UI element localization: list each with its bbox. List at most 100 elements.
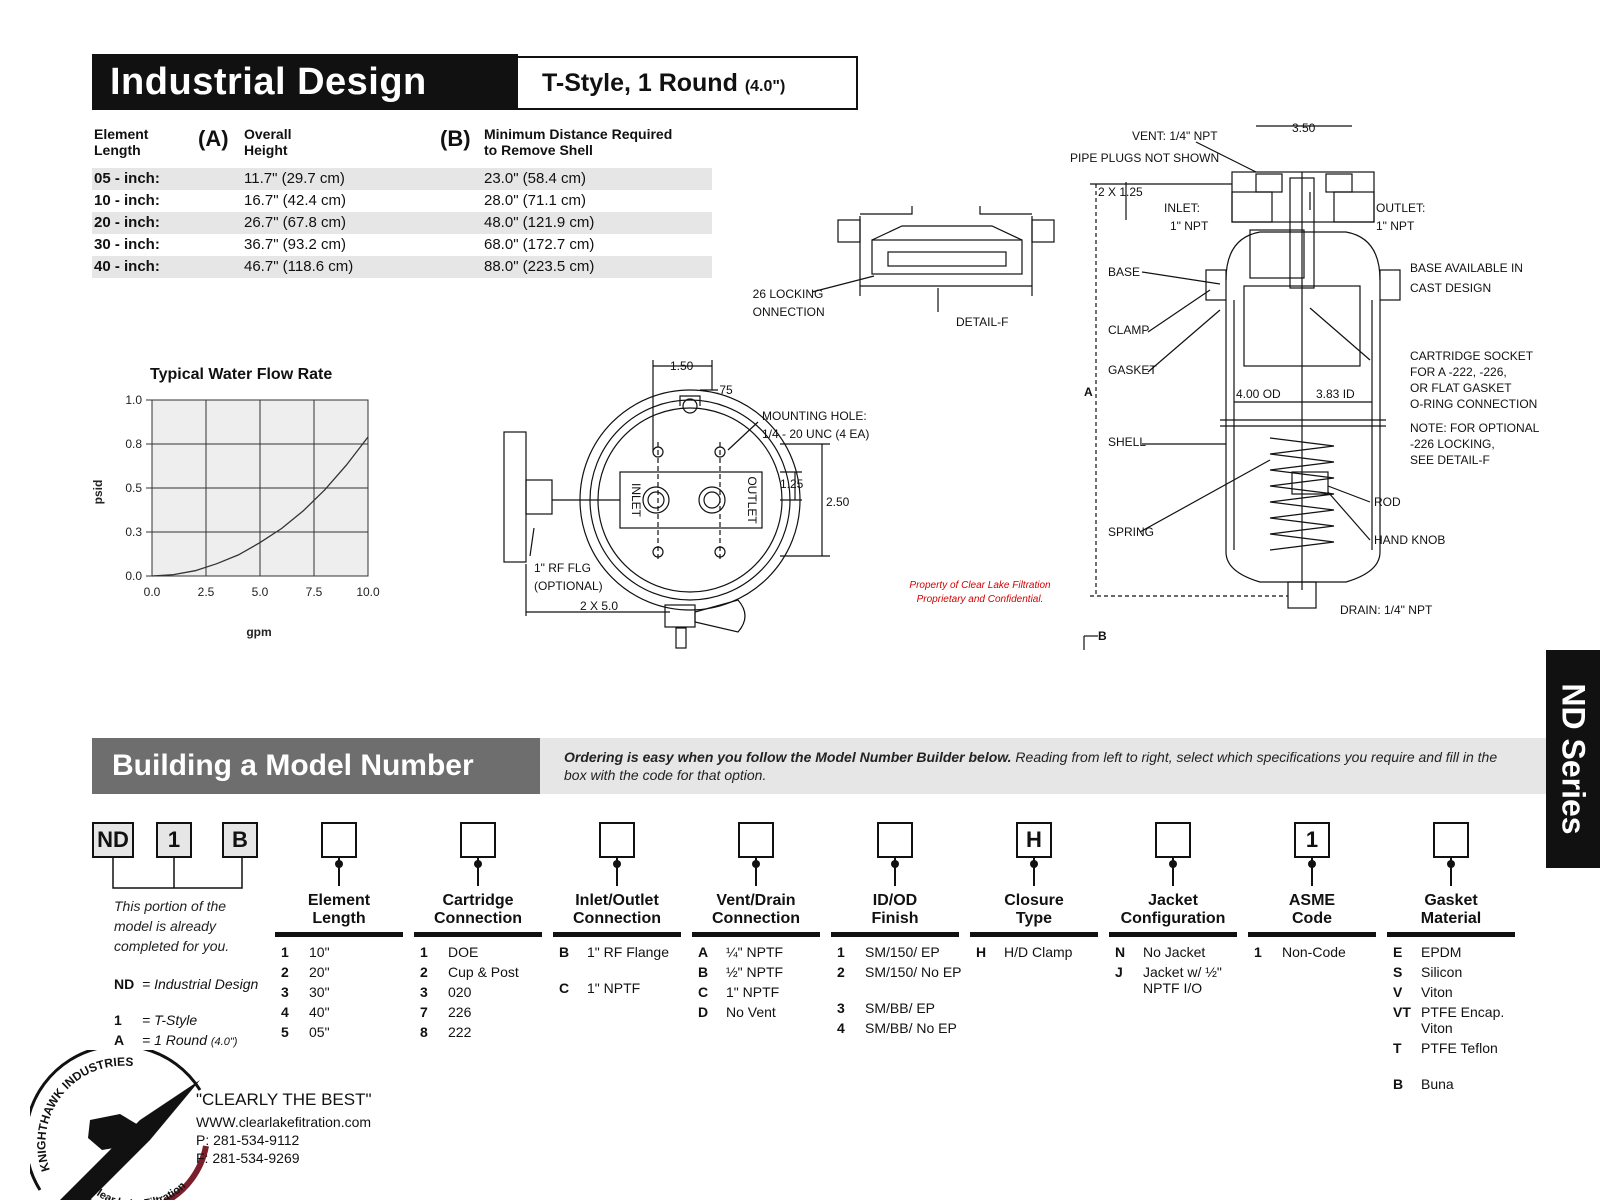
dimension-row: 40 - inch:46.7" (118.6 cm)88.0" (223.5 c…: [92, 256, 712, 278]
dimension-cell-distance: 28.0" (71.1 cm): [484, 192, 587, 209]
fixed-bracket: [112, 858, 243, 889]
code-box-7[interactable]: 1: [1294, 822, 1330, 858]
dimension-cell-length: 10 - inch:: [94, 192, 160, 209]
option-code: J: [1115, 964, 1123, 980]
code-box-6[interactable]: [1155, 822, 1191, 858]
drain-label: DRAIN: 1/4" NPT: [1340, 603, 1433, 617]
model-builder-intro: Ordering is easy when you follow the Mod…: [540, 738, 1546, 794]
detail-f-label: DETAIL-F: [956, 315, 1008, 329]
portion-note: This portion of the model is already com…: [114, 898, 230, 954]
dim-2x50: 2 X 5.0: [580, 599, 618, 613]
code-box-3[interactable]: [738, 822, 774, 858]
legend-nd-code: ND: [114, 976, 135, 992]
code-box-4[interactable]: [877, 822, 913, 858]
note-line-2: -226 LOCKING,: [1410, 437, 1495, 451]
option-label: 1" NPTF: [726, 984, 780, 1000]
leader-clamp: [1147, 289, 1211, 333]
code-box-1[interactable]: [460, 822, 496, 858]
th-a-letter: (A): [198, 126, 229, 151]
code-dot: [335, 860, 343, 868]
hawk-head-icon: [88, 1114, 140, 1150]
vent-port: [1255, 173, 1283, 193]
dim-b-label: B: [1098, 629, 1107, 643]
clamp-label: CLAMP: [1108, 323, 1149, 337]
dim-075: .75: [716, 383, 733, 397]
option-code: C: [559, 980, 570, 996]
option-label: 1" NPTF: [587, 980, 641, 996]
option-code: E: [1393, 944, 1403, 960]
dim-a-label: A: [1084, 385, 1093, 399]
dimension-cell-distance: 23.0" (58.4 cm): [484, 170, 587, 187]
mounting-hole-spec: 1/4 - 20 UNC (4 EA): [762, 427, 869, 441]
x-tick-label: 7.5: [306, 585, 323, 599]
locking-connection-label: CONNECTION: [752, 305, 825, 319]
logo-arc: [30, 1050, 202, 1191]
th-overall-height: Overall Height: [244, 126, 291, 158]
option-label: ¼" NPTF: [726, 944, 784, 960]
dimension-cell-height: 46.7" (118.6 cm): [244, 258, 354, 275]
column-title-line: Material: [1420, 910, 1482, 927]
code-dot: [752, 860, 760, 868]
website-link[interactable]: WWW.clearlakefitration.com: [196, 1114, 372, 1130]
option-label: 1" RF Flange: [587, 944, 670, 960]
dim-150: 1.50: [670, 360, 694, 373]
option-code: 8: [420, 1024, 428, 1040]
x-tick-label: 0.0: [144, 585, 161, 599]
intro-rest: Reading from left to right, select which…: [564, 749, 1498, 783]
dimension-cell-distance: 88.0" (223.5 cm): [484, 258, 595, 275]
option-code: 1: [1254, 944, 1262, 960]
option-label: SM/150/ EP: [865, 944, 940, 960]
spring-label: SPRING: [1108, 525, 1154, 539]
rod-label: ROD: [1374, 495, 1401, 509]
locking-label: -226 LOCKING: [752, 287, 823, 301]
legend-nd-text: = Industrial Design: [142, 976, 259, 992]
leader-line: [811, 275, 875, 293]
detail-clamp-right: [1031, 219, 1055, 243]
dimension-cell-height: 16.7" (42.4 cm): [244, 192, 347, 209]
option-code: B: [559, 944, 570, 960]
clamp-knob-icon: [694, 599, 746, 633]
option-label: H/D Clamp: [1004, 944, 1073, 960]
option-code: T: [1393, 1040, 1402, 1056]
legend-a-size: (4.0"): [210, 1036, 238, 1048]
column-title-line: Finish: [871, 910, 919, 927]
tagline: "CLEARLY THE BEST": [196, 1090, 372, 1109]
detail-f-drawing: -226 LOCKING CONNECTION DETAIL-F: [752, 206, 1055, 329]
property-line2: Proprietary and Confidential.: [917, 594, 1044, 605]
option-code: 1: [281, 944, 289, 960]
code-box-2[interactable]: [599, 822, 635, 858]
column-bar: [831, 932, 959, 937]
socket-label-4: O-RING CONNECTION: [1410, 397, 1537, 411]
leader-line: [727, 421, 759, 451]
x-tick-label: 10.0: [356, 585, 380, 599]
phone-number: P: 281-534-9112: [196, 1132, 300, 1148]
dimension-cell-length: 20 - inch:: [94, 214, 160, 231]
option-code: B: [698, 964, 709, 980]
th-b-line1: Minimum Distance Required: [484, 126, 673, 142]
dimensions-table: 05 - inch:11.7" (29.7 cm)23.0" (58.4 cm)…: [92, 168, 712, 278]
id-label: 3.83 ID: [1316, 387, 1355, 401]
page-subtitle: T-Style, 1 Round (4.0"): [518, 56, 858, 110]
rf-flg-optional: (OPTIONAL): [534, 579, 603, 593]
code-dot: [474, 860, 482, 868]
dim-2x125-label: 2 X 1.25: [1098, 185, 1143, 199]
column-title-line: Cartridge: [442, 892, 514, 909]
option-label: Buna: [1421, 1076, 1454, 1092]
leader-vent: [1195, 141, 1257, 173]
code-box-5[interactable]: H: [1016, 822, 1052, 858]
option-label: Viton: [1421, 984, 1453, 1000]
option-code: 2: [281, 964, 289, 980]
mounting-hole-label: MOUNTING HOLE:: [762, 409, 867, 423]
code-box-0[interactable]: [321, 822, 357, 858]
outlet-label: OUTLET: [745, 476, 759, 524]
column-title-line: Inlet/Outlet: [575, 892, 659, 909]
code-box-8[interactable]: [1433, 822, 1469, 858]
column-title-line: Type: [1015, 910, 1053, 927]
column-title-line: Connection: [573, 910, 661, 927]
clamp-stem: [675, 627, 687, 649]
